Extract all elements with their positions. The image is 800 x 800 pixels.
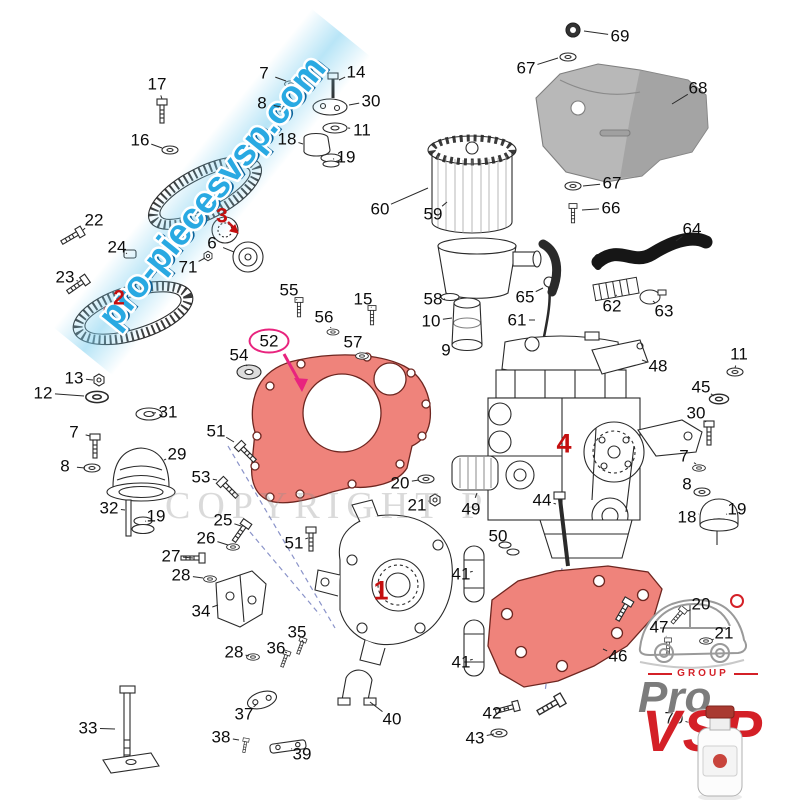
product-bottle-illustration	[697, 705, 743, 800]
heat-shield-illustration	[535, 22, 709, 224]
leader-line-37	[253, 704, 257, 708]
leader-line-7	[275, 76, 287, 82]
leader-line-48	[641, 359, 647, 363]
logo-rule-right	[733, 672, 759, 675]
leader-line-20	[411, 479, 420, 482]
leader-line-45	[710, 393, 715, 397]
callout-arrow-52	[282, 353, 308, 392]
leader-line-54	[245, 364, 248, 367]
leader-line-56	[330, 326, 332, 329]
left-mount-illustration	[83, 373, 176, 537]
logo-rule-left	[648, 672, 673, 675]
leader-line-22	[82, 227, 86, 231]
leader-line-69	[583, 30, 609, 35]
leader-line-55	[296, 299, 298, 301]
leader-line-64	[675, 235, 683, 242]
leader-line-20	[687, 609, 691, 612]
leader-line-26	[217, 541, 229, 546]
leader-line-51	[225, 436, 235, 443]
leader-line-60	[390, 187, 429, 205]
leader-line-28	[192, 576, 204, 579]
leader-line-11	[734, 365, 737, 369]
leader-line-14	[338, 76, 346, 81]
leader-line-68	[671, 93, 689, 105]
support-bracket-highlighted	[487, 565, 663, 688]
leader-line-17	[160, 95, 163, 100]
leader-line-44	[553, 502, 557, 505]
leader-line-41	[469, 570, 473, 573]
leader-line-53	[212, 478, 218, 481]
gearbox-illustration	[314, 499, 453, 666]
logo-pro-text: Pro	[638, 673, 712, 722]
leader-line-10	[442, 317, 453, 320]
leader-line-49	[474, 492, 478, 498]
leader-line-21	[711, 638, 714, 641]
leader-line-30	[348, 102, 360, 106]
leader-line-34	[212, 604, 219, 608]
leader-line-7	[85, 434, 91, 437]
leader-line-12	[54, 393, 85, 397]
leader-line-30	[704, 420, 707, 423]
leader-line-59	[441, 201, 448, 207]
damper-illustration	[463, 545, 635, 738]
logo-group-label: GROUP	[677, 668, 729, 679]
leader-line-65	[535, 287, 544, 293]
leader-line-33	[99, 727, 116, 730]
engine-illustration	[417, 331, 703, 567]
leader-line-7	[693, 462, 697, 465]
copyright-watermark: COPYRIGHT P	[165, 485, 490, 527]
logo-group-row: GROUP	[648, 668, 759, 679]
leader-line-29	[163, 458, 167, 461]
leader-line-42	[503, 707, 509, 710]
leader-line-51	[305, 537, 309, 540]
leader-line-8	[273, 104, 282, 108]
leader-line-13	[85, 378, 94, 381]
bottom-hardware-illustration	[102, 518, 377, 774]
leader-line-63	[652, 300, 656, 304]
leader-line-27	[182, 556, 194, 559]
leader-line-28	[245, 654, 250, 657]
leader-line-24	[125, 252, 128, 255]
leader-line-67	[537, 57, 559, 65]
leader-line-70	[685, 720, 695, 725]
leader-line-43	[486, 733, 495, 737]
plate-hardware-illustration	[215, 297, 377, 552]
adapter-plate-highlighted	[250, 352, 432, 504]
leader-line-40	[369, 701, 383, 713]
leader-line-32	[120, 508, 126, 511]
leader-line-35	[301, 639, 304, 643]
right-mount-illustration	[692, 367, 744, 545]
leader-line-36	[284, 651, 288, 654]
leader-line-16	[151, 143, 163, 149]
leader-line-25	[234, 523, 242, 527]
leader-line-67	[582, 183, 601, 187]
leader-line-71	[198, 257, 206, 262]
leader-line-38	[232, 738, 240, 741]
leader-line-41	[469, 658, 473, 661]
leader-line-8	[76, 466, 86, 469]
leader-line-66	[581, 208, 600, 211]
hose-illustration	[591, 232, 713, 305]
car-logo-illustration	[638, 594, 747, 669]
leader-line-46	[602, 648, 608, 652]
leader-line-6	[222, 247, 235, 253]
leader-line-18	[298, 142, 304, 145]
